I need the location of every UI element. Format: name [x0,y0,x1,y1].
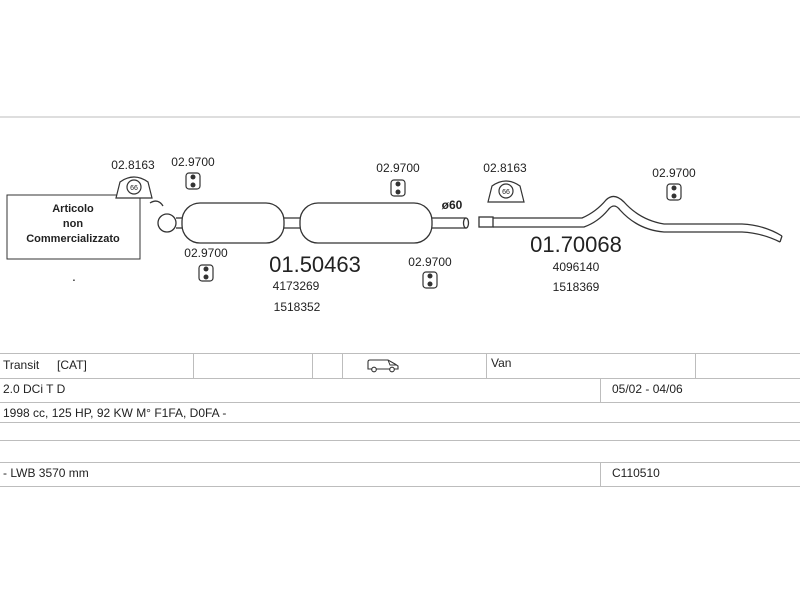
engine-spec: 1998 cc, 125 HP, 92 KW M° F1FA, D0FA - [3,406,227,420]
production-dates: 05/02 - 04/06 [612,382,683,396]
rubber-mount-5-icon [666,183,682,201]
catalogue-code: C110510 [612,466,660,480]
note-line-1: Articolo [52,203,94,215]
tail-pipe-part-2 [478,195,783,243]
van-icon [367,359,399,373]
table-rule-4 [0,422,800,423]
model-name: Transit [3,358,40,372]
rubber-mount-1: 02.9700 [171,155,215,190]
hanger-1-code: 02.8163 [111,158,155,172]
part-1-ref-2: 1518352 [274,300,321,314]
wheelbase: - LWB 3570 mm [3,466,89,480]
rubber-mount-1-icon [185,172,201,190]
hanger-2-badge: 66 [502,189,510,196]
body-type: Van [491,356,512,370]
rubber-mount-4-code: 02.9700 [408,255,452,269]
col-divider-6 [600,378,601,402]
muffler-assembly-part-1 [149,200,470,244]
rubber-mount-3: 02.9700 [376,161,420,197]
part-2-ref-2: 1518369 [553,280,600,294]
col-divider-1 [193,353,194,378]
part-1-ref-1: 4173269 [273,279,320,293]
col-divider-4 [486,353,487,378]
rubber-mount-3-icon [390,179,406,197]
part-2-ref-1: 4096140 [553,260,600,274]
rubber-mount-1-code: 02.9700 [171,155,215,169]
rubber-mount-4: 02.9700 [408,255,452,289]
catalyst-tag: [CAT] [57,358,87,372]
front-muffler-icon [181,202,285,244]
rubber-mount-2-code: 02.9700 [184,246,228,260]
note-line-3: Commercializzato [26,233,120,245]
hanger-2-code: 02.8163 [483,161,527,175]
rubber-mount-2-icon [198,264,214,282]
hanger-1: 02.8163 66 [111,158,155,199]
rubber-mount-2: 02.9700 [184,246,228,282]
hanger-1-badge: 66 [130,185,138,192]
col-divider-7 [600,462,601,486]
hanger-2: 02.8163 66 [483,161,527,203]
tail-pipe-sleeve-icon [478,216,494,228]
rear-muffler-icon [299,202,433,244]
exhaust-system-diagram: Articolo non Commercializzato 02.8163 66… [0,116,800,314]
table-rule-7 [0,486,800,487]
rubber-mount-4-icon [422,271,438,289]
part-2-number: 01.70068 [530,232,622,257]
rubber-mount-3-code: 02.9700 [376,161,420,175]
table-rule-3 [0,402,800,403]
engine-label: 2.0 DCi T D [3,382,66,396]
note-line-2: non [63,218,83,230]
table-rule-2 [0,378,800,379]
part-1-number: 01.50463 [269,252,361,277]
not-sold-note: Articolo non Commercializzato [6,194,141,260]
col-divider-2 [312,353,313,378]
table-rule-6 [0,462,800,463]
pipe-diameter-label: ø60 [442,198,463,212]
rubber-mount-5-code: 02.9700 [652,166,696,180]
col-divider-3 [342,353,343,378]
table-rule-5 [0,440,800,441]
stray-bullet: . [72,268,76,284]
table-rule-1 [0,353,800,354]
rubber-mount-5: 02.9700 [652,166,696,201]
inlet-flange-icon [157,213,177,233]
col-divider-5 [695,353,696,378]
